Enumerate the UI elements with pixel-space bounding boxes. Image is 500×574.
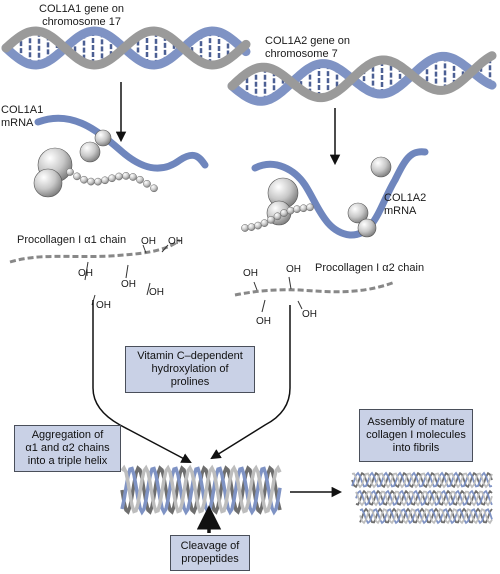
mrna-col1a1-ribbon bbox=[34, 114, 209, 172]
nascent-polypeptide-2 bbox=[241, 203, 314, 232]
amino-acid-bead bbox=[150, 184, 158, 193]
svg-text:OH: OH bbox=[302, 309, 317, 320]
procollagen-alpha1-label: Procollagen I α1 chain bbox=[17, 234, 127, 246]
flow-arrow-alpha1 bbox=[92, 300, 192, 463]
svg-text:OH: OH bbox=[121, 279, 136, 290]
svg-text:OH: OH bbox=[168, 236, 183, 247]
procollagen-alpha2-label: Procollagen I α2 chain bbox=[315, 262, 425, 274]
amino-acid-bead bbox=[122, 172, 130, 180]
amino-acid-bead bbox=[73, 172, 81, 181]
svg-text:OH: OH bbox=[149, 287, 164, 298]
fibril-strand bbox=[351, 472, 493, 489]
dna2-strand-a bbox=[227, 51, 497, 106]
svg-text:OH: OH bbox=[243, 268, 258, 279]
amino-acid-bead bbox=[299, 204, 308, 213]
hydroxyl-groups-alpha1: OH OH OH OH OH OH bbox=[78, 236, 183, 311]
svg-text:OH: OH bbox=[141, 236, 156, 247]
svg-text:OH: OH bbox=[78, 268, 93, 279]
procollagen-alpha1-chain bbox=[9, 238, 181, 264]
fibril-strand bbox=[355, 490, 493, 507]
amino-acid-bead bbox=[293, 205, 301, 213]
svg-text:OH: OH bbox=[96, 300, 111, 311]
procollagen-alpha2-chain bbox=[234, 280, 396, 297]
fibril-strand bbox=[355, 489, 493, 506]
amino-acid-bead bbox=[115, 172, 123, 181]
amino-acid-bead bbox=[254, 221, 262, 230]
amino-acid-bead bbox=[241, 224, 249, 232]
amino-acid-bead bbox=[286, 206, 295, 215]
amino-acid-bead bbox=[267, 216, 275, 224]
amino-acid-bead bbox=[66, 168, 74, 176]
amino-acid-bead bbox=[101, 176, 109, 185]
procollagen-triple-helix bbox=[120, 464, 282, 516]
amino-acid-bead bbox=[280, 209, 288, 217]
amino-acid-bead bbox=[143, 179, 151, 188]
ribosomes-col1a1 bbox=[33, 129, 112, 198]
amino-acid-bead bbox=[136, 175, 144, 184]
fibril-strand bbox=[359, 508, 493, 525]
amino-acid-bead bbox=[273, 212, 282, 221]
amino-acid-bead bbox=[260, 219, 269, 227]
mrna-col1a2-ribbon bbox=[251, 148, 429, 239]
triple-helix-strand-2 bbox=[120, 466, 282, 516]
fibril-strand bbox=[351, 471, 493, 489]
amino-acid-bead bbox=[306, 203, 314, 212]
hydroxyl-groups-alpha2: OH OH OH OH bbox=[243, 264, 317, 327]
fibril-strand bbox=[359, 508, 493, 525]
amino-acid-bead bbox=[87, 177, 95, 186]
svg-text:OH: OH bbox=[256, 316, 271, 327]
collagen-fibrils bbox=[351, 471, 493, 525]
amino-acid-bead bbox=[80, 175, 88, 184]
fibril-strand bbox=[351, 471, 493, 488]
amino-acid-bead bbox=[94, 177, 102, 186]
amino-acid-bead bbox=[247, 223, 256, 231]
dna1-strand-b bbox=[1, 26, 251, 70]
dna2-strand-b bbox=[227, 51, 497, 103]
dna-helix-col1a1 bbox=[1, 26, 251, 70]
svg-text:OH: OH bbox=[286, 264, 301, 275]
nascent-polypeptide-1 bbox=[66, 168, 158, 193]
flow-arrow-alpha2 bbox=[210, 305, 291, 460]
amino-acid-bead bbox=[108, 174, 116, 183]
amino-acid-bead bbox=[129, 173, 137, 181]
dna-helix-col1a2 bbox=[227, 51, 497, 106]
